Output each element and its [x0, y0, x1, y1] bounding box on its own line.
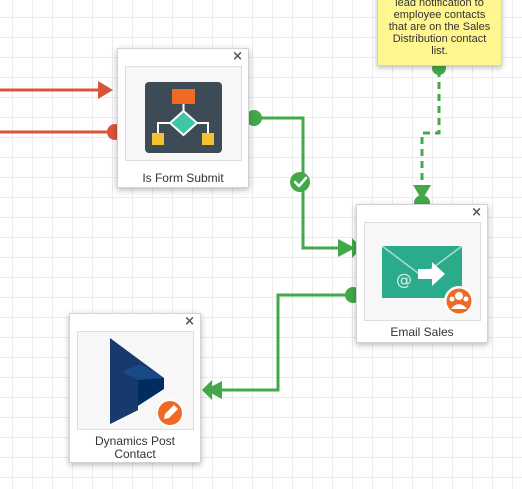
email-send-icon: @	[381, 245, 474, 316]
close-icon[interactable]: ×	[184, 314, 195, 329]
green-connector-next-cross	[202, 380, 212, 400]
flowchart-decision-icon	[145, 82, 222, 153]
close-icon[interactable]: ×	[471, 205, 482, 220]
node-label: Is Form Submit	[142, 171, 224, 185]
green-connector-yes-arrow	[338, 239, 355, 257]
condition-check-mark	[293, 176, 308, 188]
node-icon-frame: @	[364, 222, 481, 321]
dynamics-logo-icon	[110, 338, 184, 427]
node-icon-frame	[125, 66, 242, 161]
node-is-form-submit[interactable]: × Is Form Submit	[117, 48, 249, 188]
condition-check-icon[interactable]	[290, 172, 310, 192]
svg-text:@: @	[396, 270, 412, 289]
node-dynamics-post-contact[interactable]: × Dynamics Post Contact	[69, 313, 201, 463]
node-label: Email Sales	[390, 325, 454, 339]
node-email-sales[interactable]: × @ Email Sales	[356, 204, 488, 343]
sticky-note-connector-arrow	[413, 185, 431, 200]
node-label: Dynamics Post Contact	[94, 434, 176, 461]
close-icon[interactable]: ×	[232, 49, 243, 64]
green-connector-next-arrow	[205, 381, 222, 399]
sticky-note[interactable]: lead notification to employee contacts t…	[377, 0, 502, 66]
red-connector-1-arrow	[98, 81, 113, 99]
sticky-note-connector[interactable]	[420, 70, 441, 190]
green-connector-yes-source[interactable]	[246, 110, 262, 126]
node-icon-frame	[77, 331, 194, 430]
green-connector-next[interactable]	[216, 293, 350, 392]
edit-pencil-badge-icon	[156, 399, 184, 427]
employee-contacts-badge-icon	[444, 286, 474, 316]
